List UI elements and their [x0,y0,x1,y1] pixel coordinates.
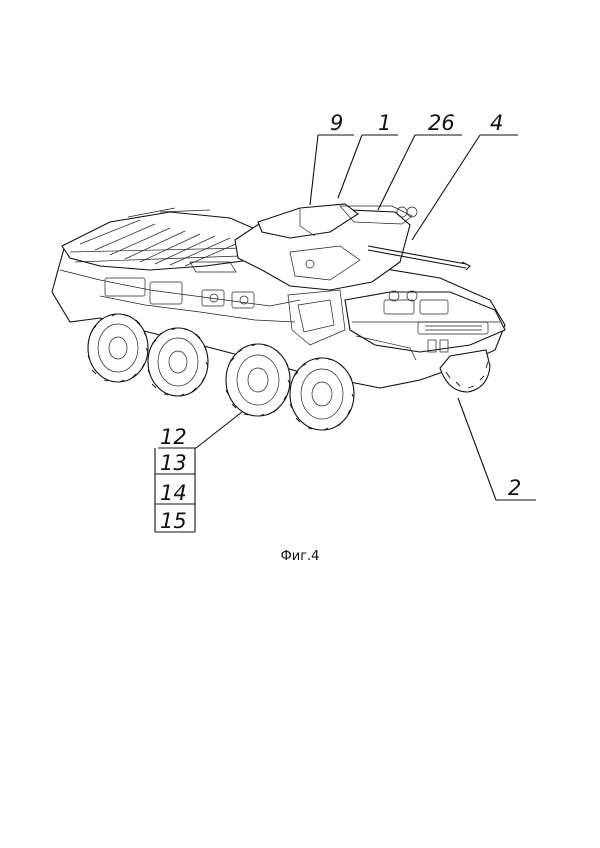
leader-lines [154,134,536,533]
callout-label-1: 1 [378,111,391,135]
wheel-left-3 [225,343,291,417]
callout-label-4: 4 [490,111,503,135]
callout-label-12: 12 [160,425,187,449]
callout-label-26: 26 [428,111,455,135]
wheel-left-2 [147,327,209,397]
wheel-left-1 [87,313,149,383]
callout-label-13: 13 [160,451,187,475]
figure-caption: Фиг.4 [281,549,320,564]
callout-label-15: 15 [160,509,187,533]
wheel-right-front [439,349,491,393]
wheel-left-4 [289,357,355,431]
callout-label-2: 2 [508,476,521,500]
armored-vehicle-illustration [51,203,506,431]
callout-label-14: 14 [160,481,187,505]
callout-label-9: 9 [330,111,343,135]
